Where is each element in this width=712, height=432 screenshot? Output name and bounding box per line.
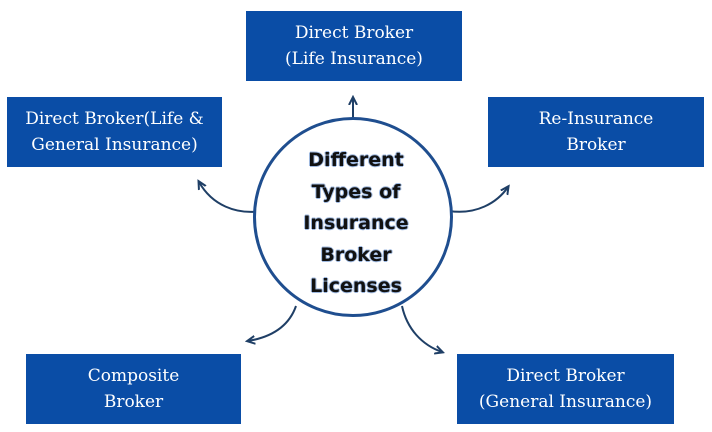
box-label-line: Broker: [566, 135, 626, 155]
center-title-line: Types of: [311, 180, 401, 203]
box-direct-broker-life: Direct Broker (Life Insurance): [246, 11, 462, 81]
box-label-line: Direct Broker(Life &: [25, 109, 204, 129]
center-title-line: Insurance: [303, 212, 409, 234]
box-label-line: Direct Broker: [506, 366, 625, 386]
box-label-line: (Life Insurance): [285, 49, 423, 69]
box-direct-broker-general: Direct Broker (General Insurance): [457, 354, 674, 424]
box-label-line: General Insurance): [31, 135, 198, 155]
center-circle: [253, 117, 453, 317]
arrow-to-bottom-right: [401, 305, 442, 352]
box-label-line: Broker: [103, 392, 164, 412]
box-label-line: Re-Insurance: [538, 109, 654, 129]
center-title: Different Types of Insurance Broker Lice…: [258, 145, 454, 303]
box-composite-broker: Composite Broker: [26, 354, 241, 424]
arrow-to-right: [448, 187, 508, 213]
center-title-line: Broker: [320, 243, 392, 266]
box-label-line: Direct Broker: [294, 23, 414, 43]
center-title-line: Licenses: [310, 275, 402, 297]
box-reinsurance-broker: Re-Insurance Broker: [488, 97, 704, 167]
box-label-line: Composite: [87, 366, 180, 386]
box-direct-broker-life-general: Direct Broker(Life & General Insurance): [7, 97, 222, 167]
box-label-line: (General Insurance): [478, 392, 653, 412]
center-title-line: Different: [308, 149, 404, 171]
arrow-to-bottom-left: [248, 305, 297, 341]
